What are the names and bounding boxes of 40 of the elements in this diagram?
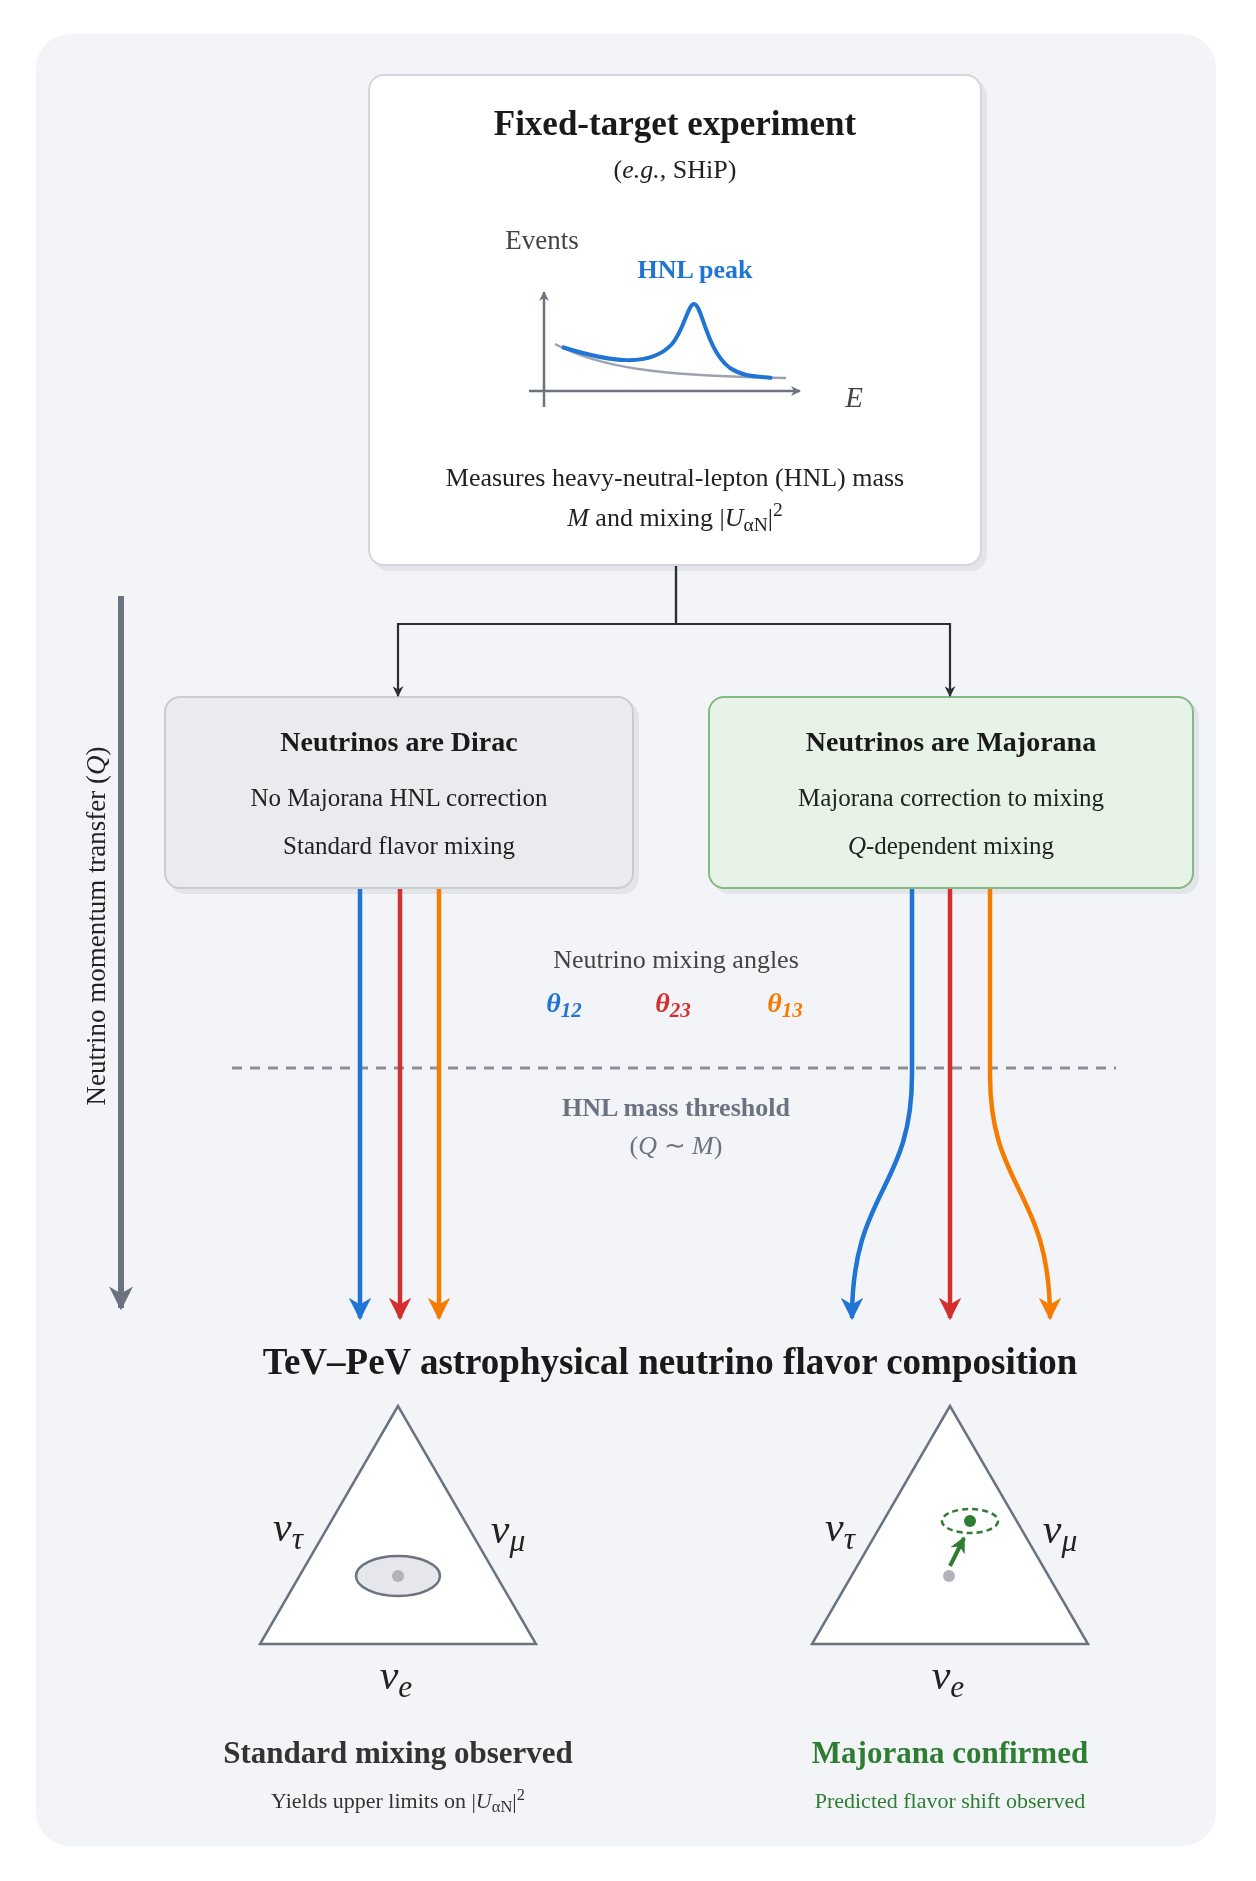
process-box [708,696,1194,889]
description-text: Majorana correction to mixing [797,783,1105,813]
vertex-label: ν$_{τ}$ [825,1503,855,1558]
angle-label: θ$_{12}$ [546,986,582,1024]
vertex-label: ν$_{e}$ [379,1651,413,1706]
description-text: Q-dependent mixing [847,830,1055,861]
arrow [348,889,372,1321]
result-note: Predicted flavor shift observed [814,1787,1086,1815]
heading: TeV–PeV astrophysical neutrino flavor composition [262,1340,1078,1385]
result-note: Yields upper limits on |U$_{αN}$|$^{2}$ [271,1784,525,1817]
arrow [938,889,962,1321]
legend-heading: Neutrino mixing angles [553,944,799,976]
result-title: Standard mixing observed [223,1734,573,1772]
angle-label: θ$_{13}$ [767,986,803,1024]
vertex-label: ν$_{μ}$ [1042,1505,1078,1560]
threshold-label: HNL mass threshold [562,1092,790,1124]
description-text: Measures heavy-neutral-lepton (HNL) mass M and mixing |U$_{αN}$|$^{2}$ [444,462,906,537]
arrow [388,889,412,1321]
arrow [674,566,956,698]
chart-annotation: HNL peak [637,254,753,286]
description-text: No Majorana HNL correction [250,783,548,813]
arrow [427,889,451,1321]
description-text: Standard flavor mixing [283,830,515,861]
vertex-label: ν$_{μ}$ [490,1505,526,1560]
arrow [987,889,1061,1321]
vertex-label: ν$_{e}$ [931,1651,965,1706]
subtitle: (e.g., SHiP) [612,154,738,186]
result-title: Majorana confirmed [811,1734,1089,1772]
angle-label: θ$_{23}$ [655,986,691,1024]
vertex-label: ν$_{τ}$ [273,1503,303,1558]
box-title: Neutrinos are Dirac [280,725,518,759]
box-title: Fixed-target experiment [492,103,858,145]
process-box [368,74,982,566]
axis-label: E [845,380,863,415]
axis-label: Neutrino momentum transfer (Q) [79,746,112,1106]
process-box [164,696,634,889]
axis-label: Events [505,224,579,257]
arrow [841,889,915,1321]
box-title: Neutrinos are Majorana [805,725,1097,759]
threshold-label: (Q ∼ M) [629,1130,723,1162]
